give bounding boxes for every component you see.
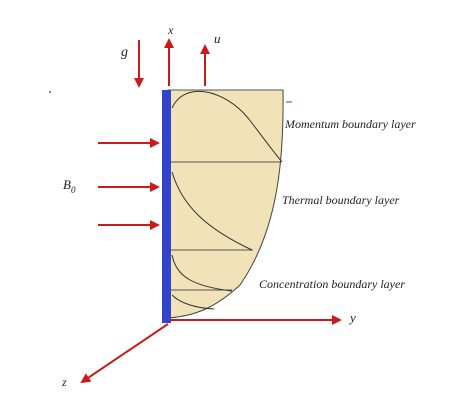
boundary-layer-region [167, 89, 284, 319]
z-axis-arrow [80, 323, 169, 384]
y-axis-label: y [348, 310, 356, 325]
thermal-layer-label: Thermal boundary layer [282, 193, 400, 207]
momentum-layer-label: Momentum boundary layer [284, 117, 416, 131]
x-axis-label: x [167, 23, 174, 37]
velocity-profile-curve [171, 90, 283, 163]
concentration-profile-curve [171, 254, 233, 292]
concentration-layer-label: Concentration boundary layer [259, 277, 405, 291]
velocity-label: u [214, 31, 221, 46]
gravity-label: g [121, 45, 128, 60]
temperature-profile-curve [171, 171, 253, 251]
vertical-plate [162, 90, 171, 323]
stray-dot [49, 91, 51, 93]
inner-profile-curve [171, 294, 215, 310]
z-axis-label: z [61, 375, 67, 389]
magnetic-field-label: B0 [63, 177, 76, 195]
